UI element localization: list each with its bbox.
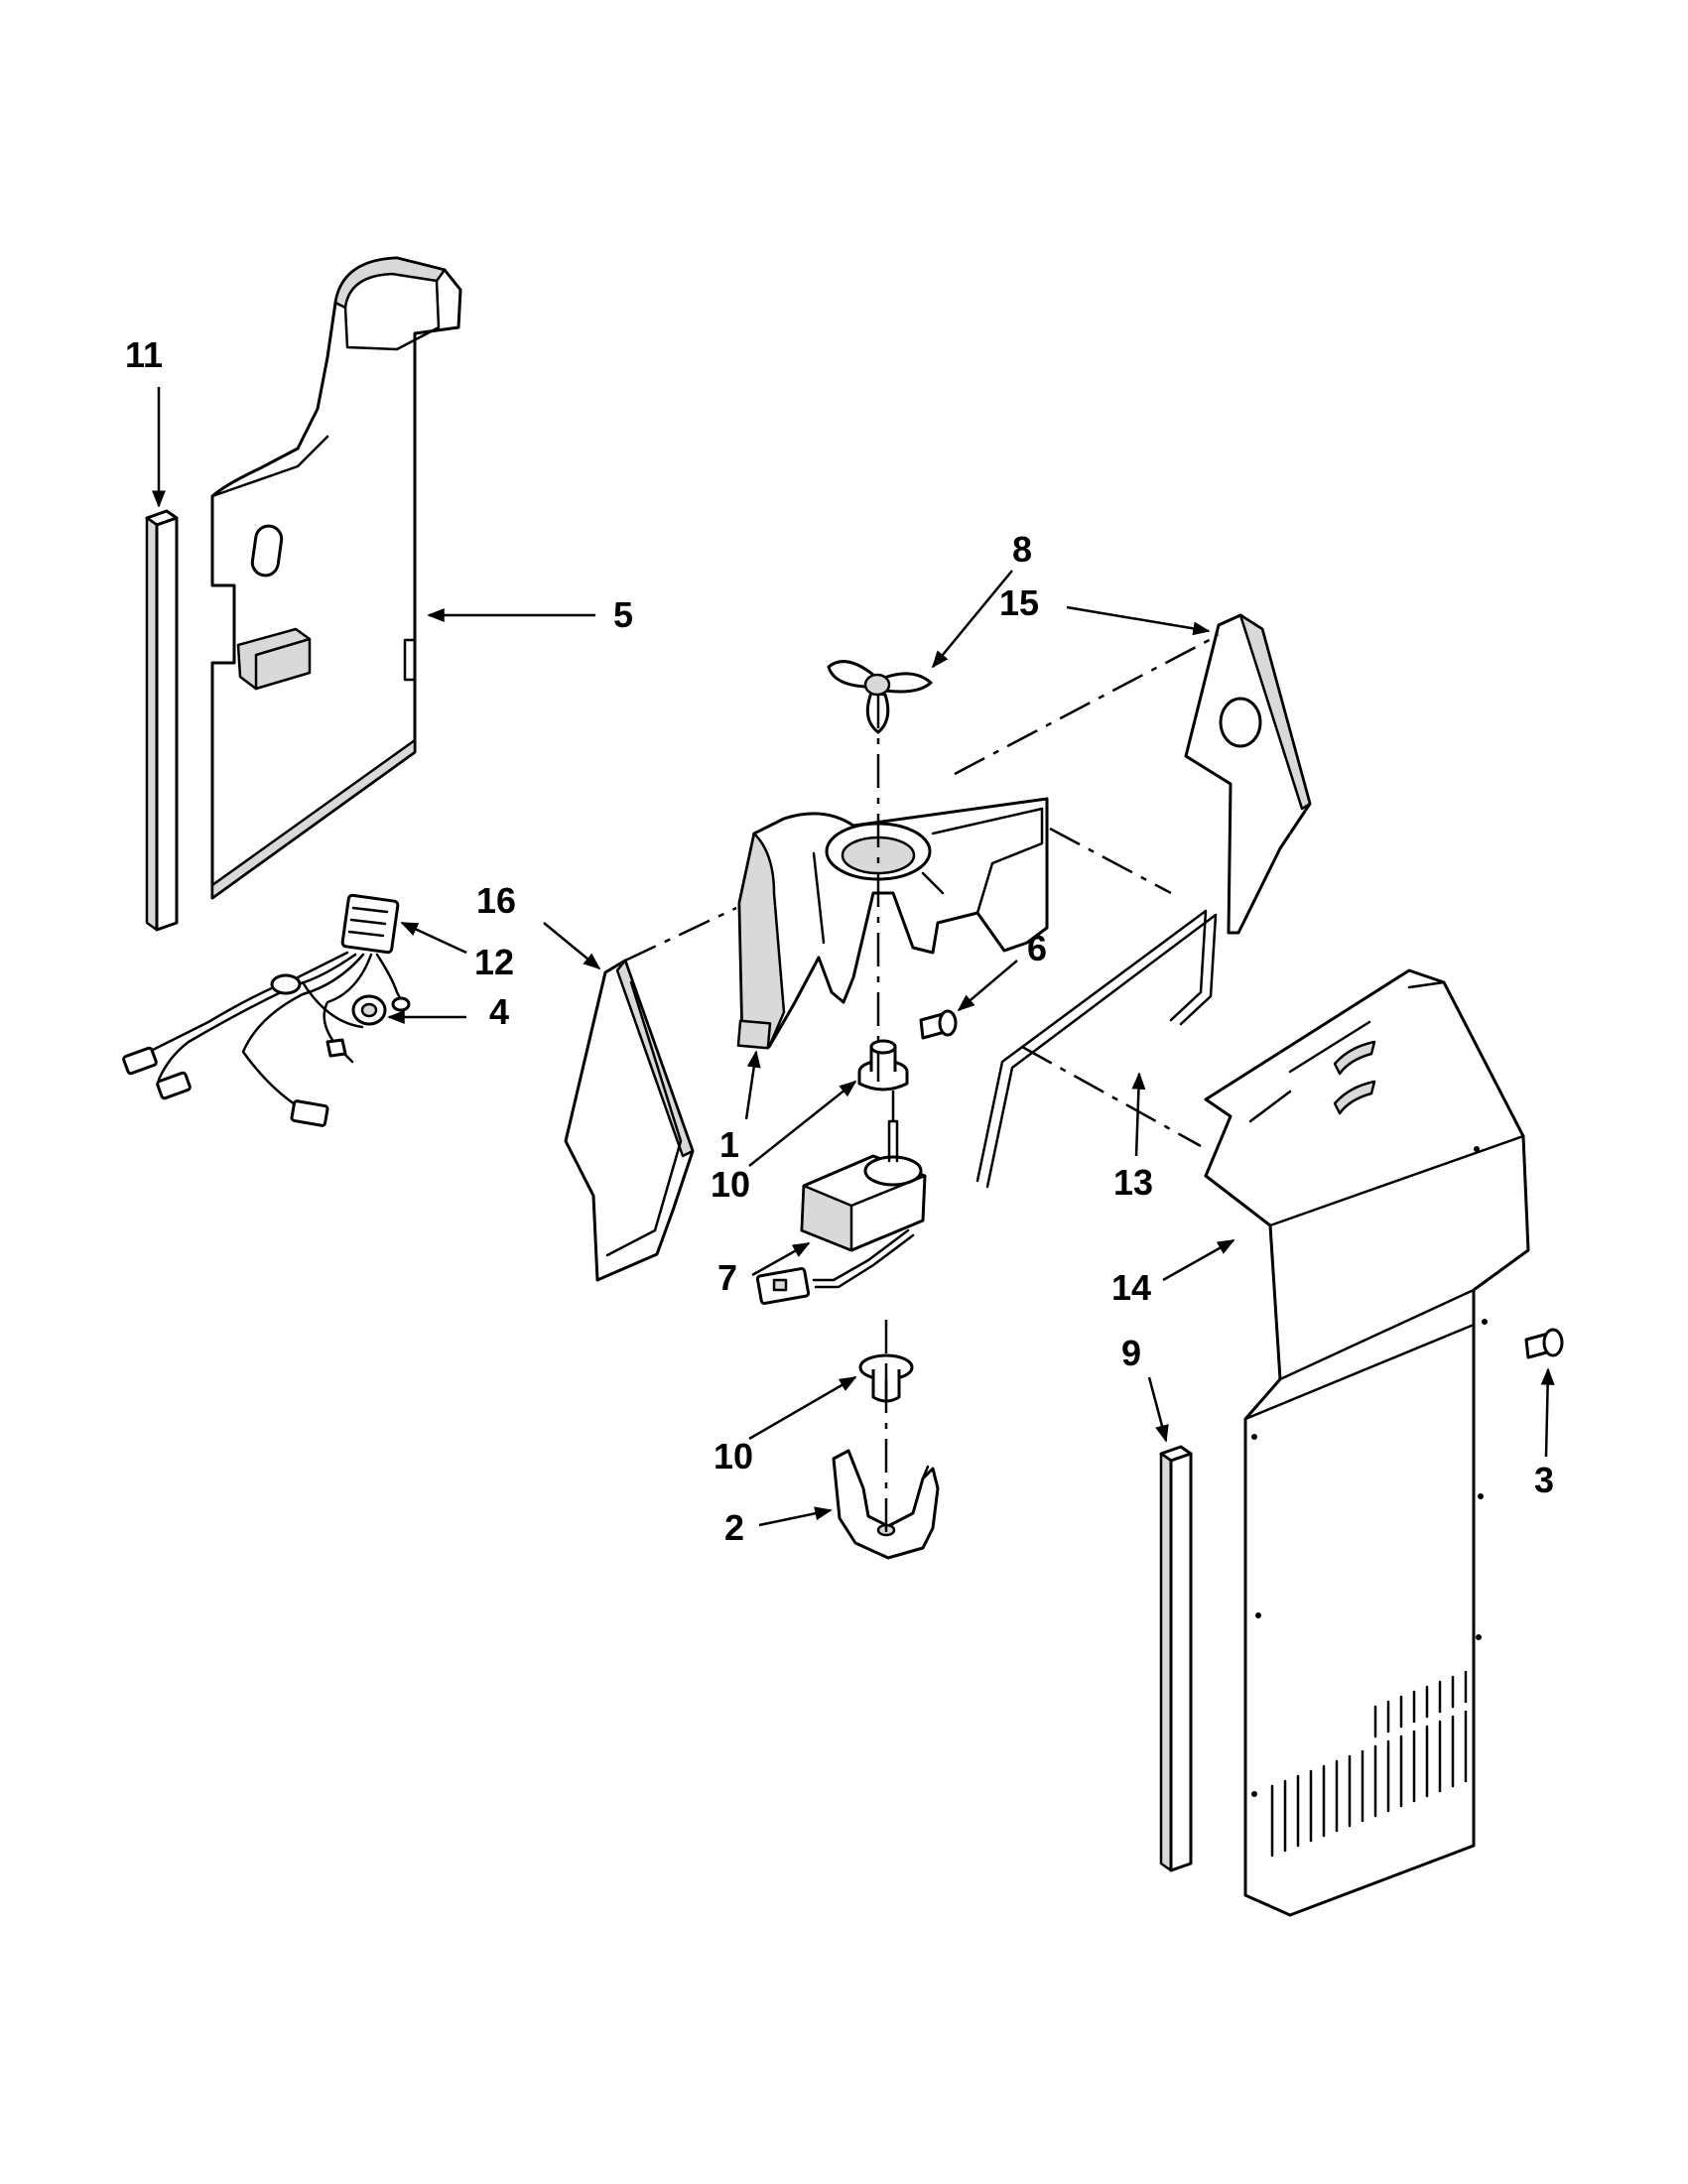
callout-15: 15 [999, 582, 1039, 623]
callout-5: 5 [613, 594, 633, 635]
callout-2: 2 [724, 1507, 744, 1548]
part-2-motor-bracket [832, 1449, 940, 1560]
callout-8: 8 [1012, 529, 1032, 570]
vent-slots [1270, 1670, 1468, 1858]
callout-1: 1 [719, 1124, 739, 1165]
part-10-motor-mount-upper [857, 1039, 909, 1092]
callout-9: 9 [1121, 1333, 1141, 1373]
callout-7: 7 [717, 1257, 737, 1298]
part-13-wire-rack [975, 909, 1218, 1189]
leader-lines [152, 387, 1555, 1527]
callout-10-lower: 10 [714, 1436, 753, 1477]
callout-labels: 11 5 8 15 16 12 6 4 13 1 10 7 14 9 3 10 … [125, 334, 1554, 1548]
callout-12: 12 [474, 942, 514, 982]
part-6-screw [919, 1009, 958, 1040]
part-11-gasket-strip [145, 509, 179, 932]
callout-16: 16 [476, 880, 516, 921]
callout-4: 4 [489, 991, 509, 1032]
part-15-right-baffle [1184, 613, 1312, 935]
callout-11: 11 [125, 334, 163, 375]
part-7-fan-motor [755, 1090, 927, 1305]
part-5-liner-panel [210, 256, 462, 900]
callout-3: 3 [1534, 1460, 1554, 1500]
part-9-gasket-strip [1159, 1445, 1193, 1872]
callout-6: 6 [1027, 928, 1047, 968]
callout-13: 13 [1113, 1162, 1153, 1203]
part-3-screw [1524, 1328, 1564, 1359]
part-1-fan-housing [736, 797, 1049, 1050]
callout-14: 14 [1111, 1267, 1151, 1308]
callout-10-upper: 10 [711, 1164, 750, 1205]
part-12-wire-harness [122, 893, 411, 1127]
part-14-rear-panel [1204, 968, 1530, 1917]
part-8-fan-blade [827, 660, 933, 734]
part-16-left-baffle [564, 959, 695, 1282]
part-4-grommet [351, 994, 387, 1026]
assembly-dash-lines [624, 633, 1220, 1533]
